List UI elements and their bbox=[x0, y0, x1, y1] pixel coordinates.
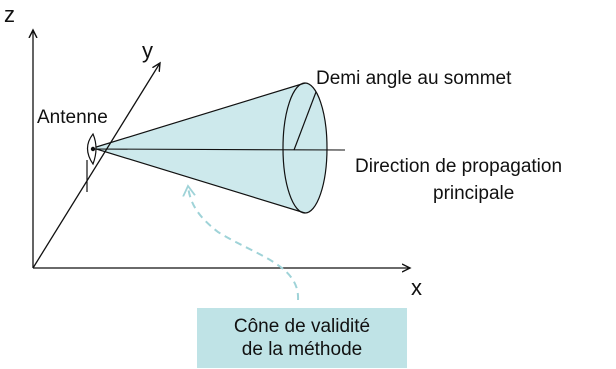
direction-label-line2: principale bbox=[433, 183, 514, 204]
callout-line2: de la méthode bbox=[241, 339, 363, 360]
validity-cone bbox=[90, 82, 328, 214]
callout-dashed-arrow bbox=[188, 186, 300, 301]
callout-box: Cône de validité de la méthode bbox=[197, 308, 407, 368]
callout-line1: Cône de validité bbox=[233, 316, 371, 337]
antenna-label: Antenne bbox=[37, 107, 108, 128]
direction-label-line1: Direction de propagation bbox=[355, 156, 562, 177]
cone-base-ellipse bbox=[282, 82, 306, 214]
half-angle-label: Demi angle au sommet bbox=[316, 68, 512, 89]
z-axis-label: z bbox=[4, 2, 15, 27]
propagation-direction-line bbox=[92, 148, 346, 151]
y-axis bbox=[32, 63, 160, 269]
y-axis-label: y bbox=[142, 38, 153, 63]
half-angle-radius bbox=[293, 91, 317, 151]
x-axis-label: x bbox=[411, 275, 422, 300]
